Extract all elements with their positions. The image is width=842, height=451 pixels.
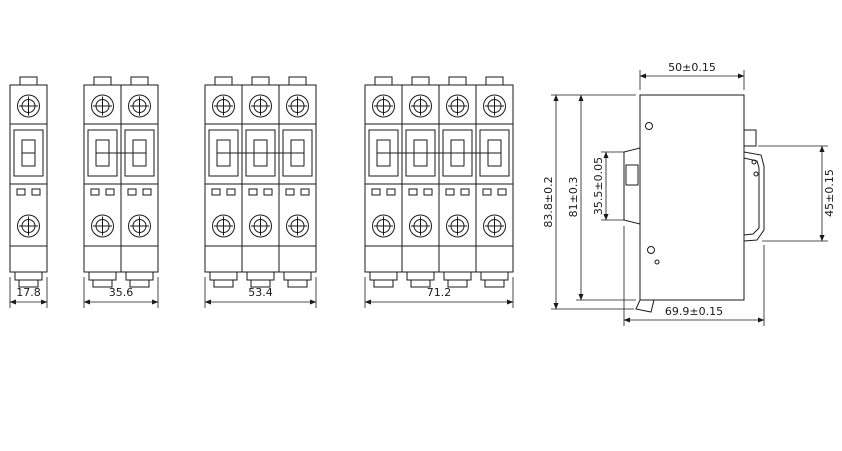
pole-module	[278, 76, 317, 288]
dimension-label-width-4pole: 71.2	[427, 286, 452, 299]
pole-module	[83, 76, 122, 288]
dimension-label-overall-depth: 69.9±0.15	[665, 305, 723, 318]
dimension-label-rail-section: 45±0.15	[823, 169, 836, 217]
pole-module	[401, 76, 440, 288]
rail-spring-clip-inner	[743, 157, 760, 236]
pole-module	[9, 76, 48, 288]
pole-module	[241, 76, 280, 288]
dimension-label-top-width: 50±0.15	[668, 61, 716, 74]
dimension-label-width-3pole: 53.4	[248, 286, 273, 299]
dimension-label-front-section: 35.5±0.05	[592, 157, 605, 215]
bottom-clip-foot	[635, 299, 655, 313]
rail-hook	[744, 129, 757, 147]
dimension-label-overall-height: 83.8±0.2	[542, 176, 555, 227]
screw-hole	[647, 246, 655, 254]
front-view-2-pole: 35.6	[83, 76, 159, 308]
side-body-outline	[623, 94, 745, 301]
screw-hole	[645, 122, 653, 130]
dimension-label-body-height: 81±0.3	[567, 177, 580, 218]
clip-rivet	[753, 171, 759, 177]
front-view-3-pole: 53.4	[204, 76, 317, 308]
pole-module	[364, 76, 403, 288]
screw-hole	[654, 259, 660, 265]
pole-module	[204, 76, 243, 288]
rail-spring-clip	[743, 151, 765, 242]
dimension-label-width-2pole: 35.6	[109, 286, 134, 299]
front-view-1-pole: 17.8	[9, 76, 48, 308]
side-view: 50±0.15 83.8±0.2 81±0.3 35.5±0.05 45±0.1…	[542, 61, 836, 326]
front-view-4-pole: 71.2	[364, 76, 514, 308]
clip-rivet	[751, 159, 757, 165]
pole-module	[120, 76, 159, 288]
pole-module	[438, 76, 477, 288]
toggle-lever-side	[625, 164, 639, 186]
pole-module	[475, 76, 514, 288]
dimension-label-width-1pole: 17.8	[16, 286, 41, 299]
